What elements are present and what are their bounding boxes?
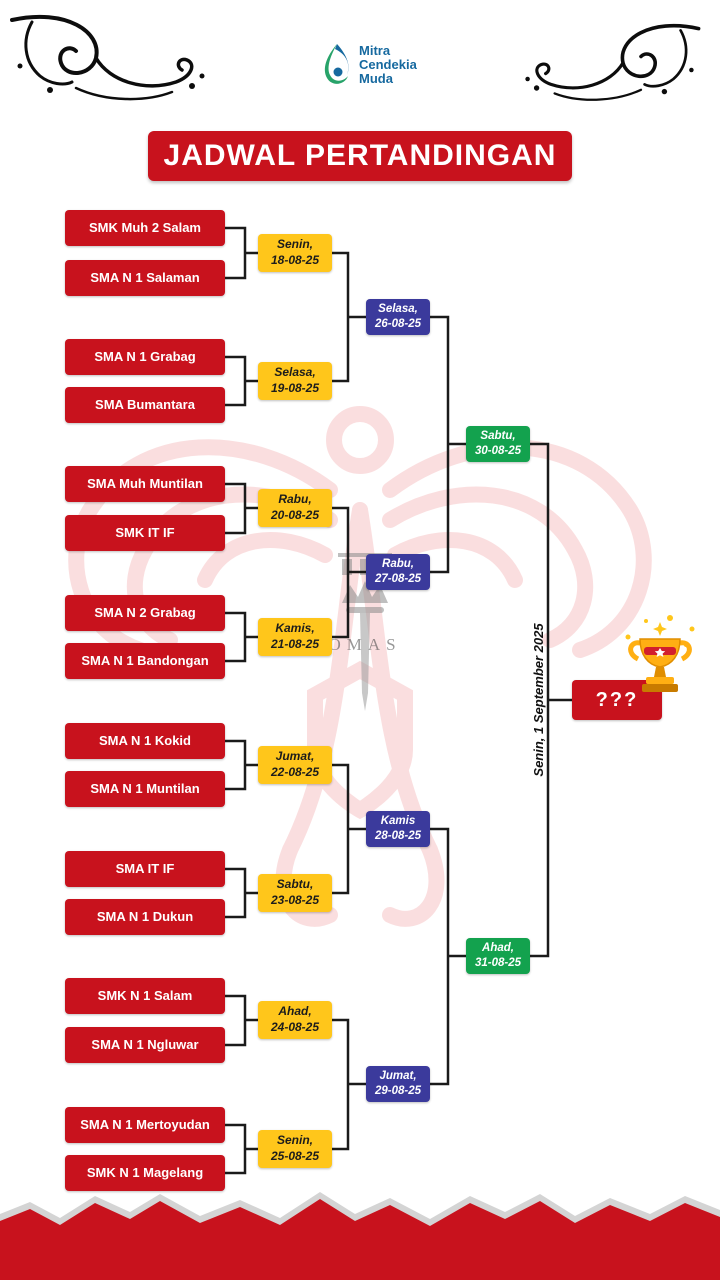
match-day: Ahad, [482, 942, 514, 955]
team-box: SMA Bumantara [65, 387, 225, 423]
team-box: SMA N 2 Grabag [65, 595, 225, 631]
crest-watermark: OMAS [328, 553, 401, 711]
round2-date-box: Kamis 28-08-25 [366, 811, 430, 847]
match-date: 18-08-25 [270, 253, 320, 267]
match-date: 24-08-25 [270, 1020, 320, 1034]
sword-icon [360, 613, 370, 711]
match-date: 22-08-25 [270, 765, 320, 779]
team-box: SMA IT IF [65, 851, 225, 887]
brand-name-line3: Muda [359, 71, 393, 86]
match-date: 29-08-25 [374, 1085, 422, 1097]
round2-date-box: Selasa, 26-08-25 [366, 299, 430, 335]
match-day: Sabtu, [480, 430, 516, 443]
flourish-left-ornament [10, 14, 205, 101]
team-box: SMA N 1 Salaman [65, 260, 225, 296]
match-day: Jumat, [275, 749, 315, 764]
team-box: SMA Muh Muntilan [65, 466, 225, 502]
brand-name-line1: Mitra [359, 43, 391, 58]
team-box: SMA N 1 Bandongan [65, 643, 225, 679]
match-day: Rabu, [382, 558, 414, 571]
match-date-box: Ahad, 24-08-25 [258, 1001, 332, 1039]
round2-date-box: Rabu, 27-08-25 [366, 554, 430, 590]
champion-placeholder: ??? [595, 688, 639, 711]
match-date-box: Rabu, 20-08-25 [258, 489, 332, 527]
brand-name-line2: Cendekia [359, 57, 417, 72]
match-date: 25-08-25 [270, 1149, 320, 1163]
match-day: Sabtu, [276, 877, 314, 892]
match-date-box: Senin, 18-08-25 [258, 234, 332, 272]
match-date-box: Jumat, 22-08-25 [258, 746, 332, 784]
team-box: SMA N 1 Dukun [65, 899, 225, 935]
semifinal-date-box: Sabtu, 30-08-25 [466, 426, 530, 462]
round2-date-box: Jumat, 29-08-25 [366, 1066, 430, 1102]
flourish-right-ornament [525, 23, 701, 101]
match-date-box: Kamis, 21-08-25 [258, 618, 332, 656]
team-box: SMK IT IF [65, 515, 225, 551]
match-day: Ahad, [278, 1004, 312, 1019]
team-box: SMA N 1 Muntilan [65, 771, 225, 807]
logo-drop-icon [324, 44, 349, 84]
match-date: 23-08-25 [270, 893, 320, 907]
match-day: Jumat, [379, 1070, 417, 1083]
brand-logo: Mitra Cendekia Muda [318, 42, 417, 88]
match-date: 31-08-25 [474, 957, 522, 969]
brand-name: Mitra Cendekia Muda [359, 44, 417, 86]
team-box: SMA N 1 Kokid [65, 723, 225, 759]
match-day: Senin, [276, 1133, 313, 1148]
semifinal-date-box: Ahad, 31-08-25 [466, 938, 530, 974]
title-banner: JADWAL PERTANDINGAN [148, 131, 572, 181]
crest-text: OMAS [328, 635, 401, 654]
final-date-label: Senin, 1 September 2025 [530, 623, 546, 777]
match-day: Kamis, [275, 621, 315, 636]
match-date: 30-08-25 [474, 445, 522, 457]
match-date: 21-08-25 [270, 637, 320, 651]
match-day: Selasa, [378, 303, 418, 316]
trophy-icon [625, 615, 695, 692]
match-date: 20-08-25 [270, 508, 320, 522]
team-box: SMA N 1 Grabag [65, 339, 225, 375]
team-box: SMA N 1 Ngluwar [65, 1027, 225, 1063]
match-date: 28-08-25 [374, 830, 422, 842]
match-date-box: Sabtu, 23-08-25 [258, 874, 332, 912]
torn-paper-edge [0, 1192, 720, 1280]
match-date: 27-08-25 [374, 573, 422, 585]
match-day: Senin, [276, 237, 313, 252]
champion-box: ??? [572, 680, 662, 720]
team-box: SMK N 1 Magelang [65, 1155, 225, 1191]
team-box: SMK N 1 Salam [65, 978, 225, 1014]
match-date-box: Senin, 25-08-25 [258, 1130, 332, 1168]
page-title: JADWAL PERTANDINGAN [163, 139, 557, 172]
match-day: Kamis [380, 815, 416, 828]
match-date: 26-08-25 [374, 318, 422, 330]
match-day: Rabu, [278, 492, 312, 507]
team-box: SMA N 1 Mertoyudan [65, 1107, 225, 1143]
match-date-box: Selasa, 19-08-25 [258, 362, 332, 400]
team-box: SMK Muh 2 Salam [65, 210, 225, 246]
match-date: 19-08-25 [270, 381, 320, 395]
match-day: Selasa, [274, 365, 316, 380]
